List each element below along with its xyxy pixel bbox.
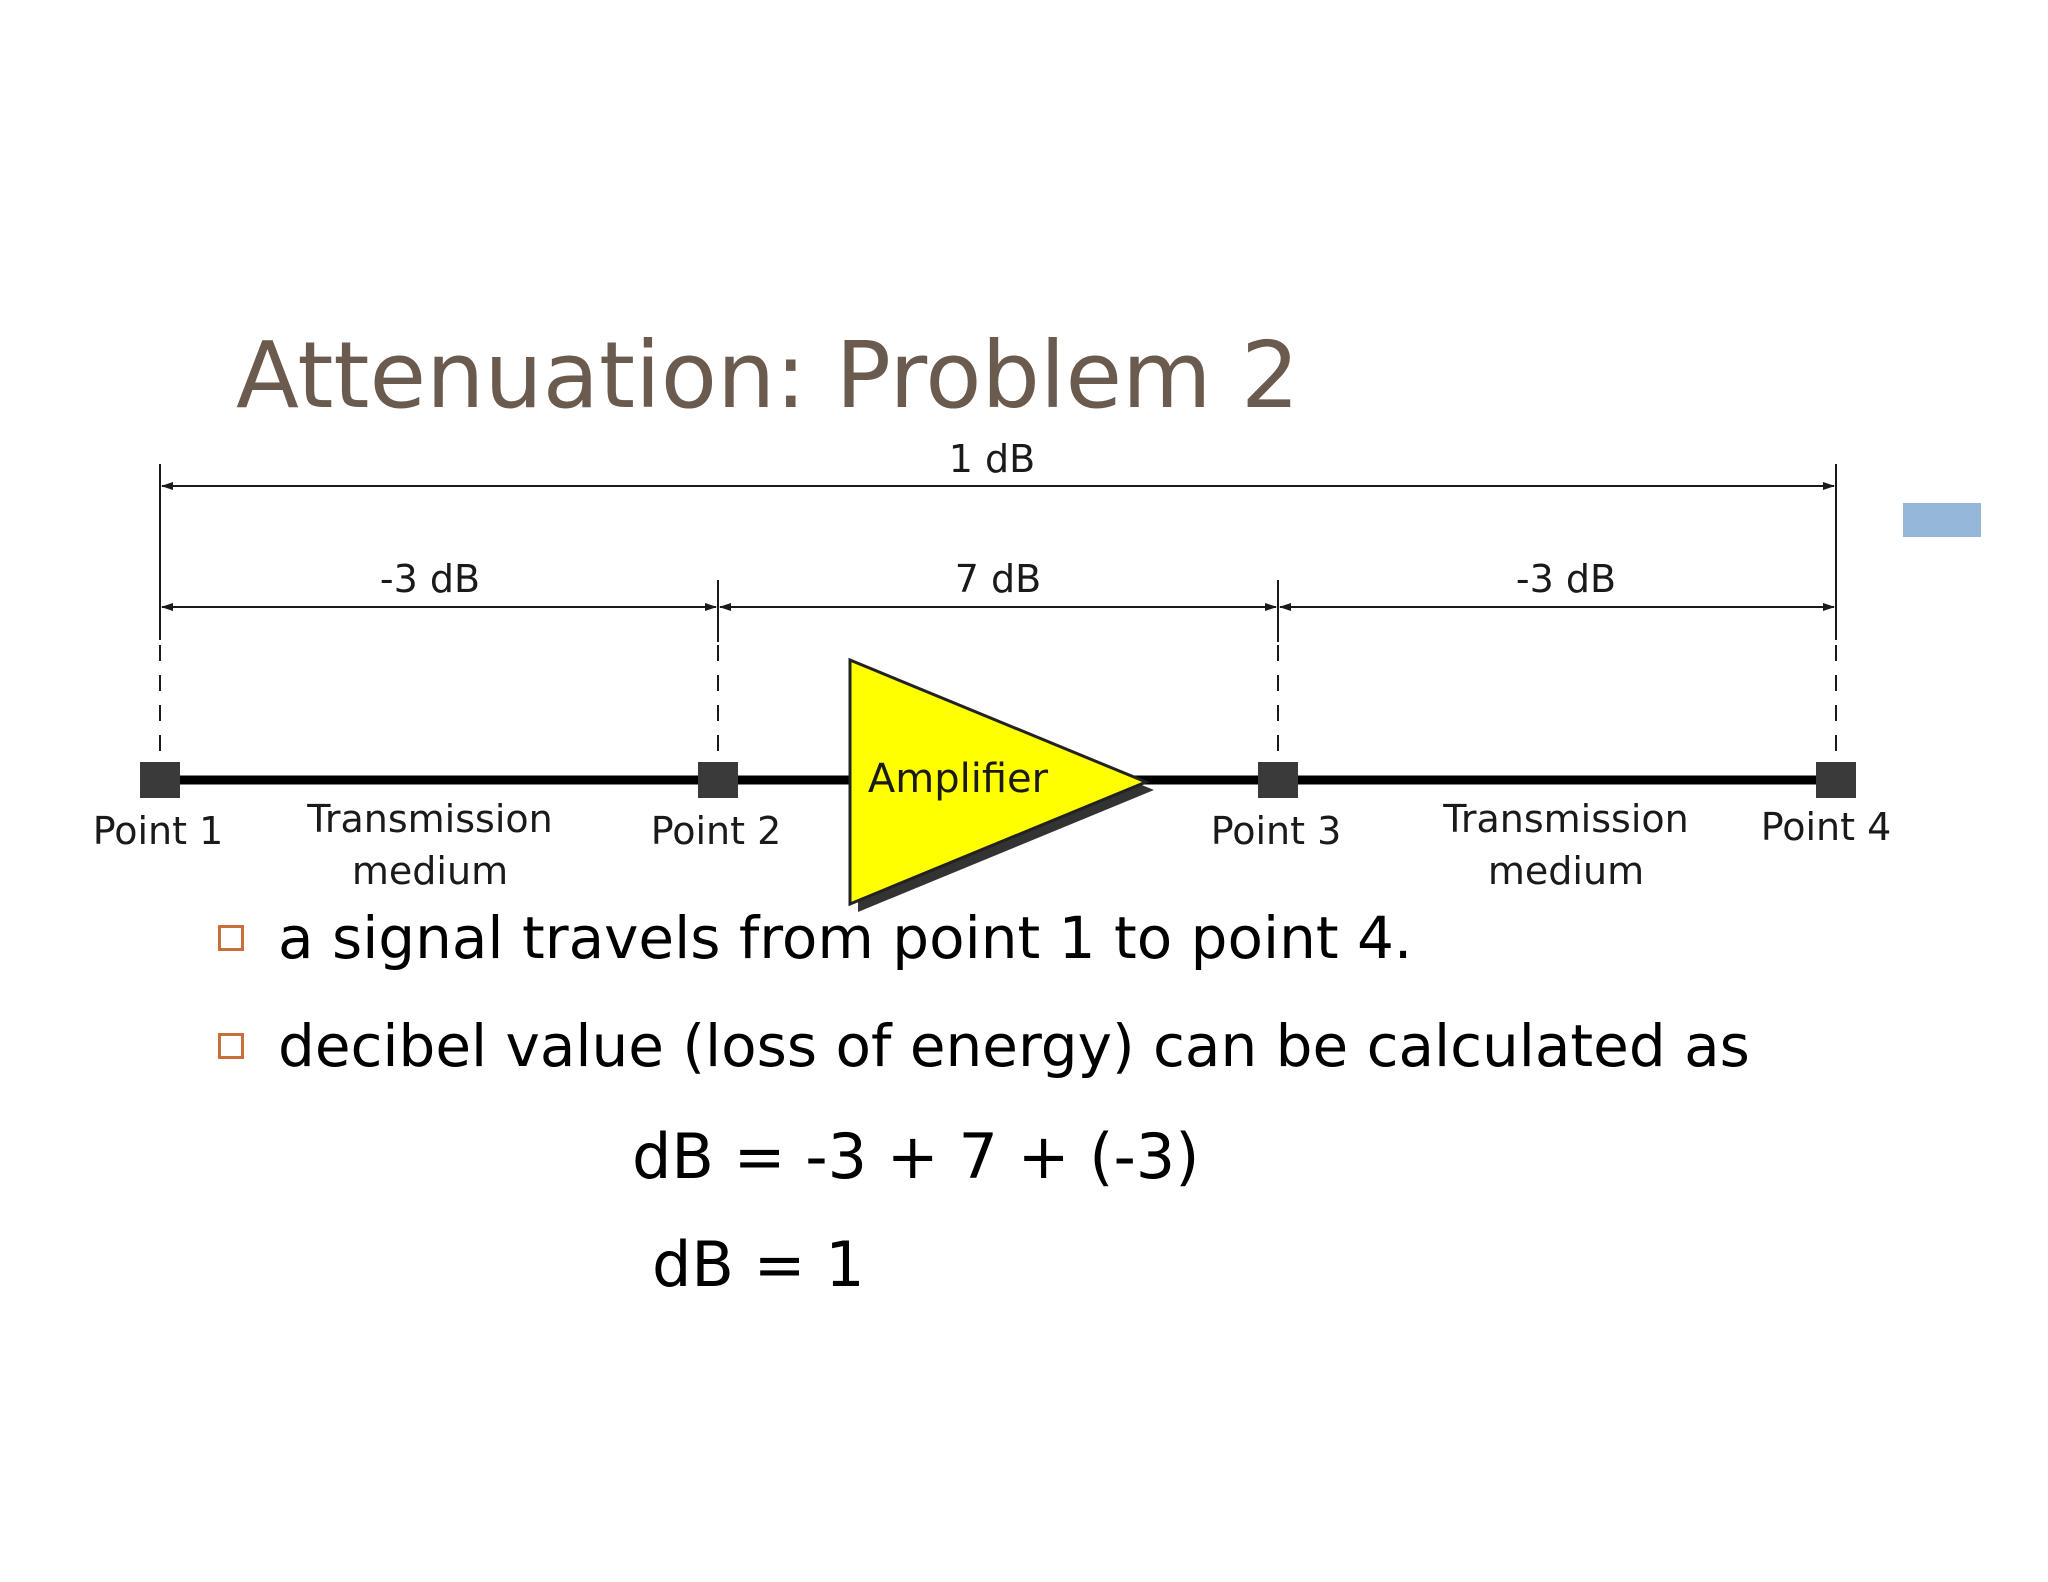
point2-label: Point 2 <box>651 809 782 853</box>
medium1-label-line2: medium <box>352 849 508 893</box>
bullet-2: decibel value (loss of energy) can be ca… <box>218 1012 1750 1080</box>
point3-marker <box>1258 762 1298 798</box>
segment1-db-label: -3 dB <box>380 557 480 601</box>
point4-label: Point 4 <box>1761 805 1892 849</box>
medium1-label-line1: Transmission <box>306 797 552 841</box>
formula-line-2: dB = 1 <box>652 1228 865 1301</box>
point1-marker <box>140 762 180 798</box>
amplifier-label: Amplifier <box>868 756 1049 802</box>
formula-line-1: dB = -3 + 7 + (-3) <box>632 1120 1200 1193</box>
medium2-label-line1: Transmission <box>1442 797 1688 841</box>
amplifier-triangle <box>848 657 1150 907</box>
point2-marker <box>698 762 738 798</box>
segment2-db-label: 7 dB <box>955 557 1041 601</box>
total-db-label: 1 dB <box>949 437 1035 481</box>
medium2-label-line2: medium <box>1488 849 1644 893</box>
point4-marker <box>1816 762 1856 798</box>
bullet-square-icon <box>218 925 244 951</box>
segment3-db-label: -3 dB <box>1516 557 1616 601</box>
accent-block <box>1903 503 1981 537</box>
bullet-2-text: decibel value (loss of energy) can be ca… <box>278 1012 1750 1080</box>
bullet-1-text: a signal travels from point 1 to point 4… <box>278 904 1413 972</box>
bullet-1: a signal travels from point 1 to point 4… <box>218 904 1412 972</box>
slide-title: Attenuation: Problem 2 <box>236 322 1300 429</box>
point3-label: Point 3 <box>1211 809 1342 853</box>
point1-label: Point 1 <box>93 809 224 853</box>
bullet-square-icon <box>218 1033 244 1059</box>
